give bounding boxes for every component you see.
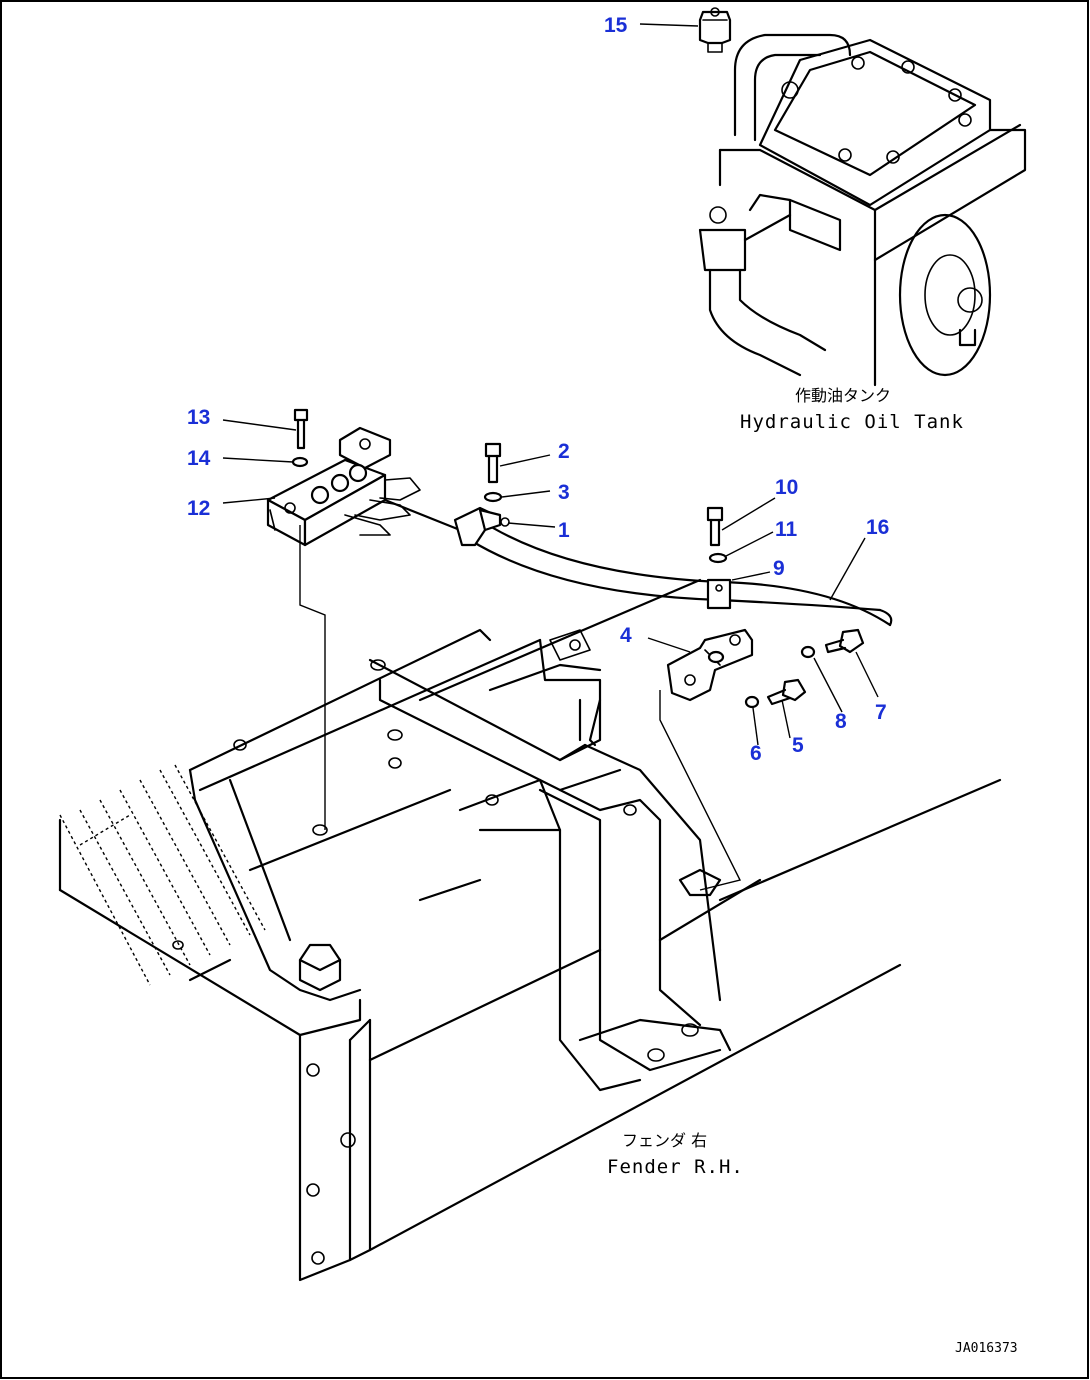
part-16-hose	[468, 518, 893, 627]
callout-16: 16	[866, 516, 889, 539]
tank-label-en: Hydraulic Oil Tank	[740, 411, 964, 433]
callout-10: 10	[775, 476, 798, 499]
drawing-code: JA016373	[955, 1341, 1018, 1356]
part-13-bolt	[293, 408, 309, 450]
part-10-bolt	[706, 506, 724, 547]
part-12-manifold-block	[266, 426, 392, 547]
part-14-washer	[291, 456, 309, 468]
part-1-hose-fitting	[453, 506, 510, 547]
part-5-bolt	[766, 678, 807, 706]
callout-14: 14	[187, 447, 211, 470]
fittings	[344, 477, 462, 536]
fender-label-en: Fender R.H.	[607, 1156, 744, 1178]
fender-label-jp: フェンダ 右	[622, 1131, 707, 1150]
hidden-line-bracket	[659, 690, 742, 891]
callout-7: 7	[875, 701, 887, 724]
tank-label-jp: 作動油タンク	[795, 386, 891, 405]
callouts: 15 13 14 12 2 3 1 10 11 16 9 4 8 7 6 5	[187, 14, 889, 765]
part-11-washer	[708, 552, 728, 564]
callout-11: 11	[775, 518, 798, 541]
callout-6: 6	[750, 742, 762, 765]
part-9-clamp	[706, 578, 732, 610]
leader-lines	[222, 23, 879, 746]
hidden-line-block-to-frame	[299, 525, 326, 830]
part-15-breather	[698, 7, 732, 53]
frame-structure	[58, 578, 1002, 1282]
callout-12: 12	[187, 497, 210, 520]
callout-13: 13	[187, 406, 210, 429]
callout-1: 1	[558, 519, 570, 542]
part-6-washer	[744, 695, 760, 709]
part-8-washer	[800, 645, 816, 659]
part-2-bolt	[484, 442, 502, 484]
callout-9: 9	[773, 557, 785, 580]
callout-15: 15	[604, 14, 628, 37]
callout-8: 8	[835, 710, 847, 733]
callout-4: 4	[620, 624, 632, 647]
callout-5: 5	[792, 734, 804, 757]
hydraulic-oil-tank	[698, 33, 1027, 387]
callout-2: 2	[558, 440, 570, 463]
part-4-bracket	[666, 628, 754, 702]
fender-grille	[59, 764, 266, 986]
part-7-bolt	[824, 628, 865, 654]
part-3-washer	[483, 491, 503, 503]
callout-3: 3	[558, 481, 570, 504]
